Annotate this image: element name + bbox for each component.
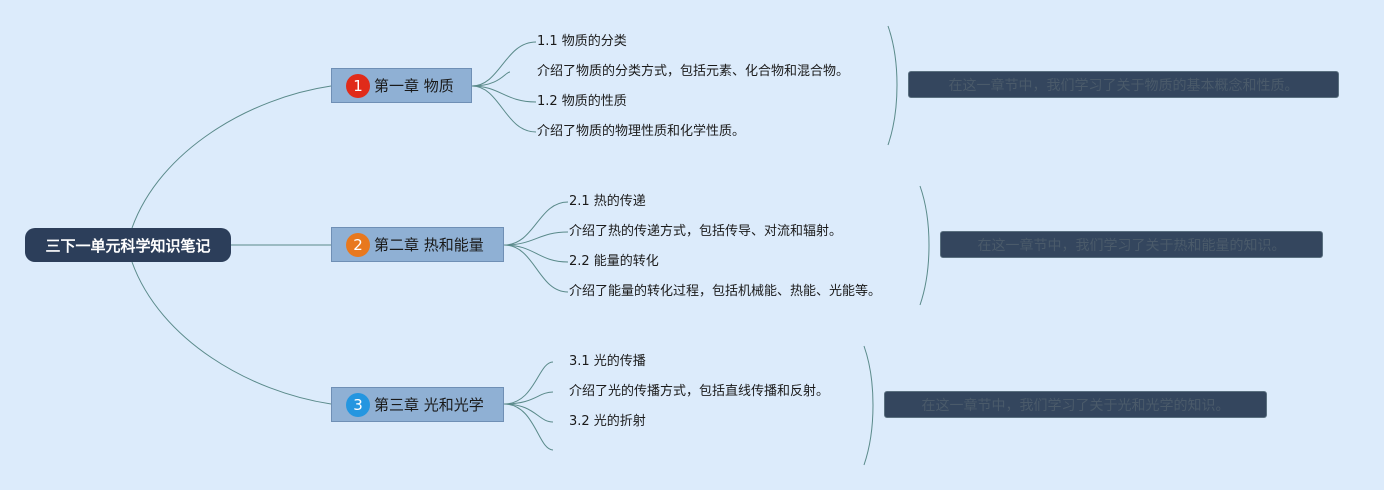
chapter-1-title: 第一章 物质 — [374, 77, 454, 95]
chapter-1-number-badge: 1 — [346, 73, 370, 98]
chapter-3-title: 第三章 光和光学 — [374, 396, 484, 414]
chapter-3-item-2[interactable]: 介绍了光的传播方式，包括直线传播和反射。 — [569, 384, 830, 399]
chapter-2-topic[interactable]: 2 第二章 热和能量 — [331, 227, 504, 262]
connector-ch1-item3 — [471, 85, 537, 103]
chapter-1-summary[interactable]: 在这一章节中，我们学习了关于物质的基本概念和性质。 — [908, 71, 1339, 98]
chapter-3-item-3[interactable]: 3.2 光的折射 — [569, 414, 646, 429]
chapter-2-item-3[interactable]: 2.2 能量的转化 — [569, 254, 659, 269]
brace-ch3 — [863, 345, 874, 466]
connector-ch1-item1 — [471, 41, 537, 87]
chapter-1-topic[interactable]: 1 第一章 物质 — [331, 68, 472, 103]
chapter-1-item-3[interactable]: 1.2 物质的性质 — [537, 94, 627, 109]
chapter-2-summary-text: 在这一章节中，我们学习了关于热和能量的知识。 — [977, 237, 1286, 254]
chapter-1-item-4[interactable]: 介绍了物质的物理性质和化学性质。 — [537, 124, 746, 139]
chapter-3-number-badge: 3 — [346, 392, 370, 417]
chapter-2-number-badge: 2 — [346, 232, 370, 257]
connector-ch2-item2 — [503, 231, 569, 246]
connector-ch1-item2 — [471, 71, 511, 87]
connector-ch3-item2 — [503, 391, 554, 405]
chapter-2-item-1[interactable]: 2.1 热的传递 — [569, 194, 646, 209]
chapter-3-topic[interactable]: 3 第三章 光和光学 — [331, 387, 504, 422]
connector-ch3-item1 — [503, 361, 554, 405]
root-topic[interactable]: 三下一单元科学知识笔记 — [25, 228, 231, 262]
connector-ch2-item4 — [503, 244, 569, 293]
root-topic-label: 三下一单元科学知识笔记 — [45, 236, 211, 255]
chapter-2-item-4[interactable]: 介绍了能量的转化过程，包括机械能、热能、光能等。 — [569, 284, 882, 299]
chapter-2-item-2[interactable]: 介绍了热的传递方式，包括传导、对流和辐射。 — [569, 224, 843, 239]
connector-ch3-item4 — [503, 403, 554, 451]
chapter-1-summary-text: 在这一章节中，我们学习了关于物质的基本概念和性质。 — [948, 77, 1299, 94]
connector-root-ch1 — [131, 85, 332, 229]
connector-ch2-item3 — [503, 244, 569, 263]
connector-ch2-item1 — [503, 201, 569, 246]
brace-ch1 — [887, 25, 898, 146]
brace-ch2 — [919, 185, 930, 306]
chapter-3-item-1[interactable]: 3.1 光的传播 — [569, 354, 646, 369]
chapter-2-title: 第二章 热和能量 — [374, 236, 484, 254]
chapter-1-item-2[interactable]: 介绍了物质的分类方式，包括元素、化合物和混合物。 — [537, 64, 850, 79]
chapter-1-item-1[interactable]: 1.1 物质的分类 — [537, 34, 627, 49]
connector-ch3-item3 — [503, 403, 554, 423]
chapter-3-summary-text: 在这一章节中，我们学习了关于光和光学的知识。 — [921, 397, 1230, 414]
chapter-3-summary[interactable]: 在这一章节中，我们学习了关于光和光学的知识。 — [884, 391, 1267, 418]
chapter-2-summary[interactable]: 在这一章节中，我们学习了关于热和能量的知识。 — [940, 231, 1323, 258]
connector-root-ch3 — [131, 261, 332, 405]
connector-ch1-item4 — [471, 85, 537, 133]
